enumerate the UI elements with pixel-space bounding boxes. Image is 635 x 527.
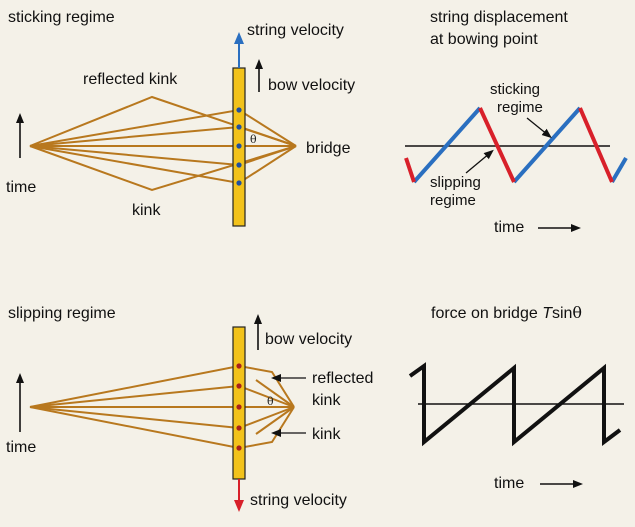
time-label: time — [6, 179, 36, 196]
sticking-panel: sticking regime time string velocity — [6, 9, 355, 227]
sticking-segments — [412, 106, 628, 184]
string-velocity-label: string velocity — [250, 492, 347, 509]
force-title-sin: sin — [552, 305, 572, 322]
slipping-pointer-arrow — [465, 149, 494, 174]
force-sawtooth — [408, 362, 622, 447]
string-lines — [29, 364, 295, 450]
slipping-regime-label-line2: regime — [430, 192, 476, 209]
reflected-kink-label-line1: reflected — [312, 370, 373, 387]
displacement-title-line2: at bowing point — [430, 31, 538, 48]
force-title: force on bridge Tsinθ — [431, 303, 582, 322]
string-velocity-label: string velocity — [247, 22, 344, 39]
displacement-panel: string displacement at bowing point stic… — [404, 9, 628, 236]
sticking-regime-label-line1: sticking — [490, 81, 540, 98]
contact-dots — [236, 363, 242, 451]
slipping-panel: slipping regime time string velocity — [6, 305, 373, 512]
bow-velocity-label: bow velocity — [268, 77, 355, 94]
kink-string — [29, 145, 297, 192]
reflected-kink-label-line2: kink — [312, 392, 341, 409]
bridge-label: bridge — [306, 140, 351, 157]
force-panel: force on bridge Tsinθ time — [408, 303, 624, 492]
displacement-time-label: time — [494, 219, 524, 236]
displacement-title-line1: string displacement — [430, 9, 568, 26]
contact-dots — [236, 107, 242, 186]
theta-angle-label: θ — [267, 395, 274, 408]
slipping-segments — [404, 107, 614, 183]
time-label: time — [6, 439, 36, 456]
reflected-kink-label: reflected kink — [83, 71, 178, 88]
slipping-title: slipping regime — [8, 305, 116, 322]
bow-hair — [232, 326, 246, 480]
force-title-theta: θ — [572, 303, 582, 322]
theta-angle-label: θ — [250, 133, 257, 146]
slipping-regime-label-line1: slipping — [430, 174, 481, 191]
sticking-pointer-arrow — [526, 117, 552, 139]
kink-label: kink — [132, 202, 161, 219]
force-title-tension: T — [542, 305, 553, 322]
kink-label: kink — [312, 426, 341, 443]
force-title-prefix: force on bridge — [431, 305, 542, 322]
force-time-label: time — [494, 475, 524, 492]
bow-velocity-label: bow velocity — [265, 331, 352, 348]
sticking-regime-label-line2: regime — [497, 99, 543, 116]
sticking-title: sticking regime — [8, 9, 115, 26]
